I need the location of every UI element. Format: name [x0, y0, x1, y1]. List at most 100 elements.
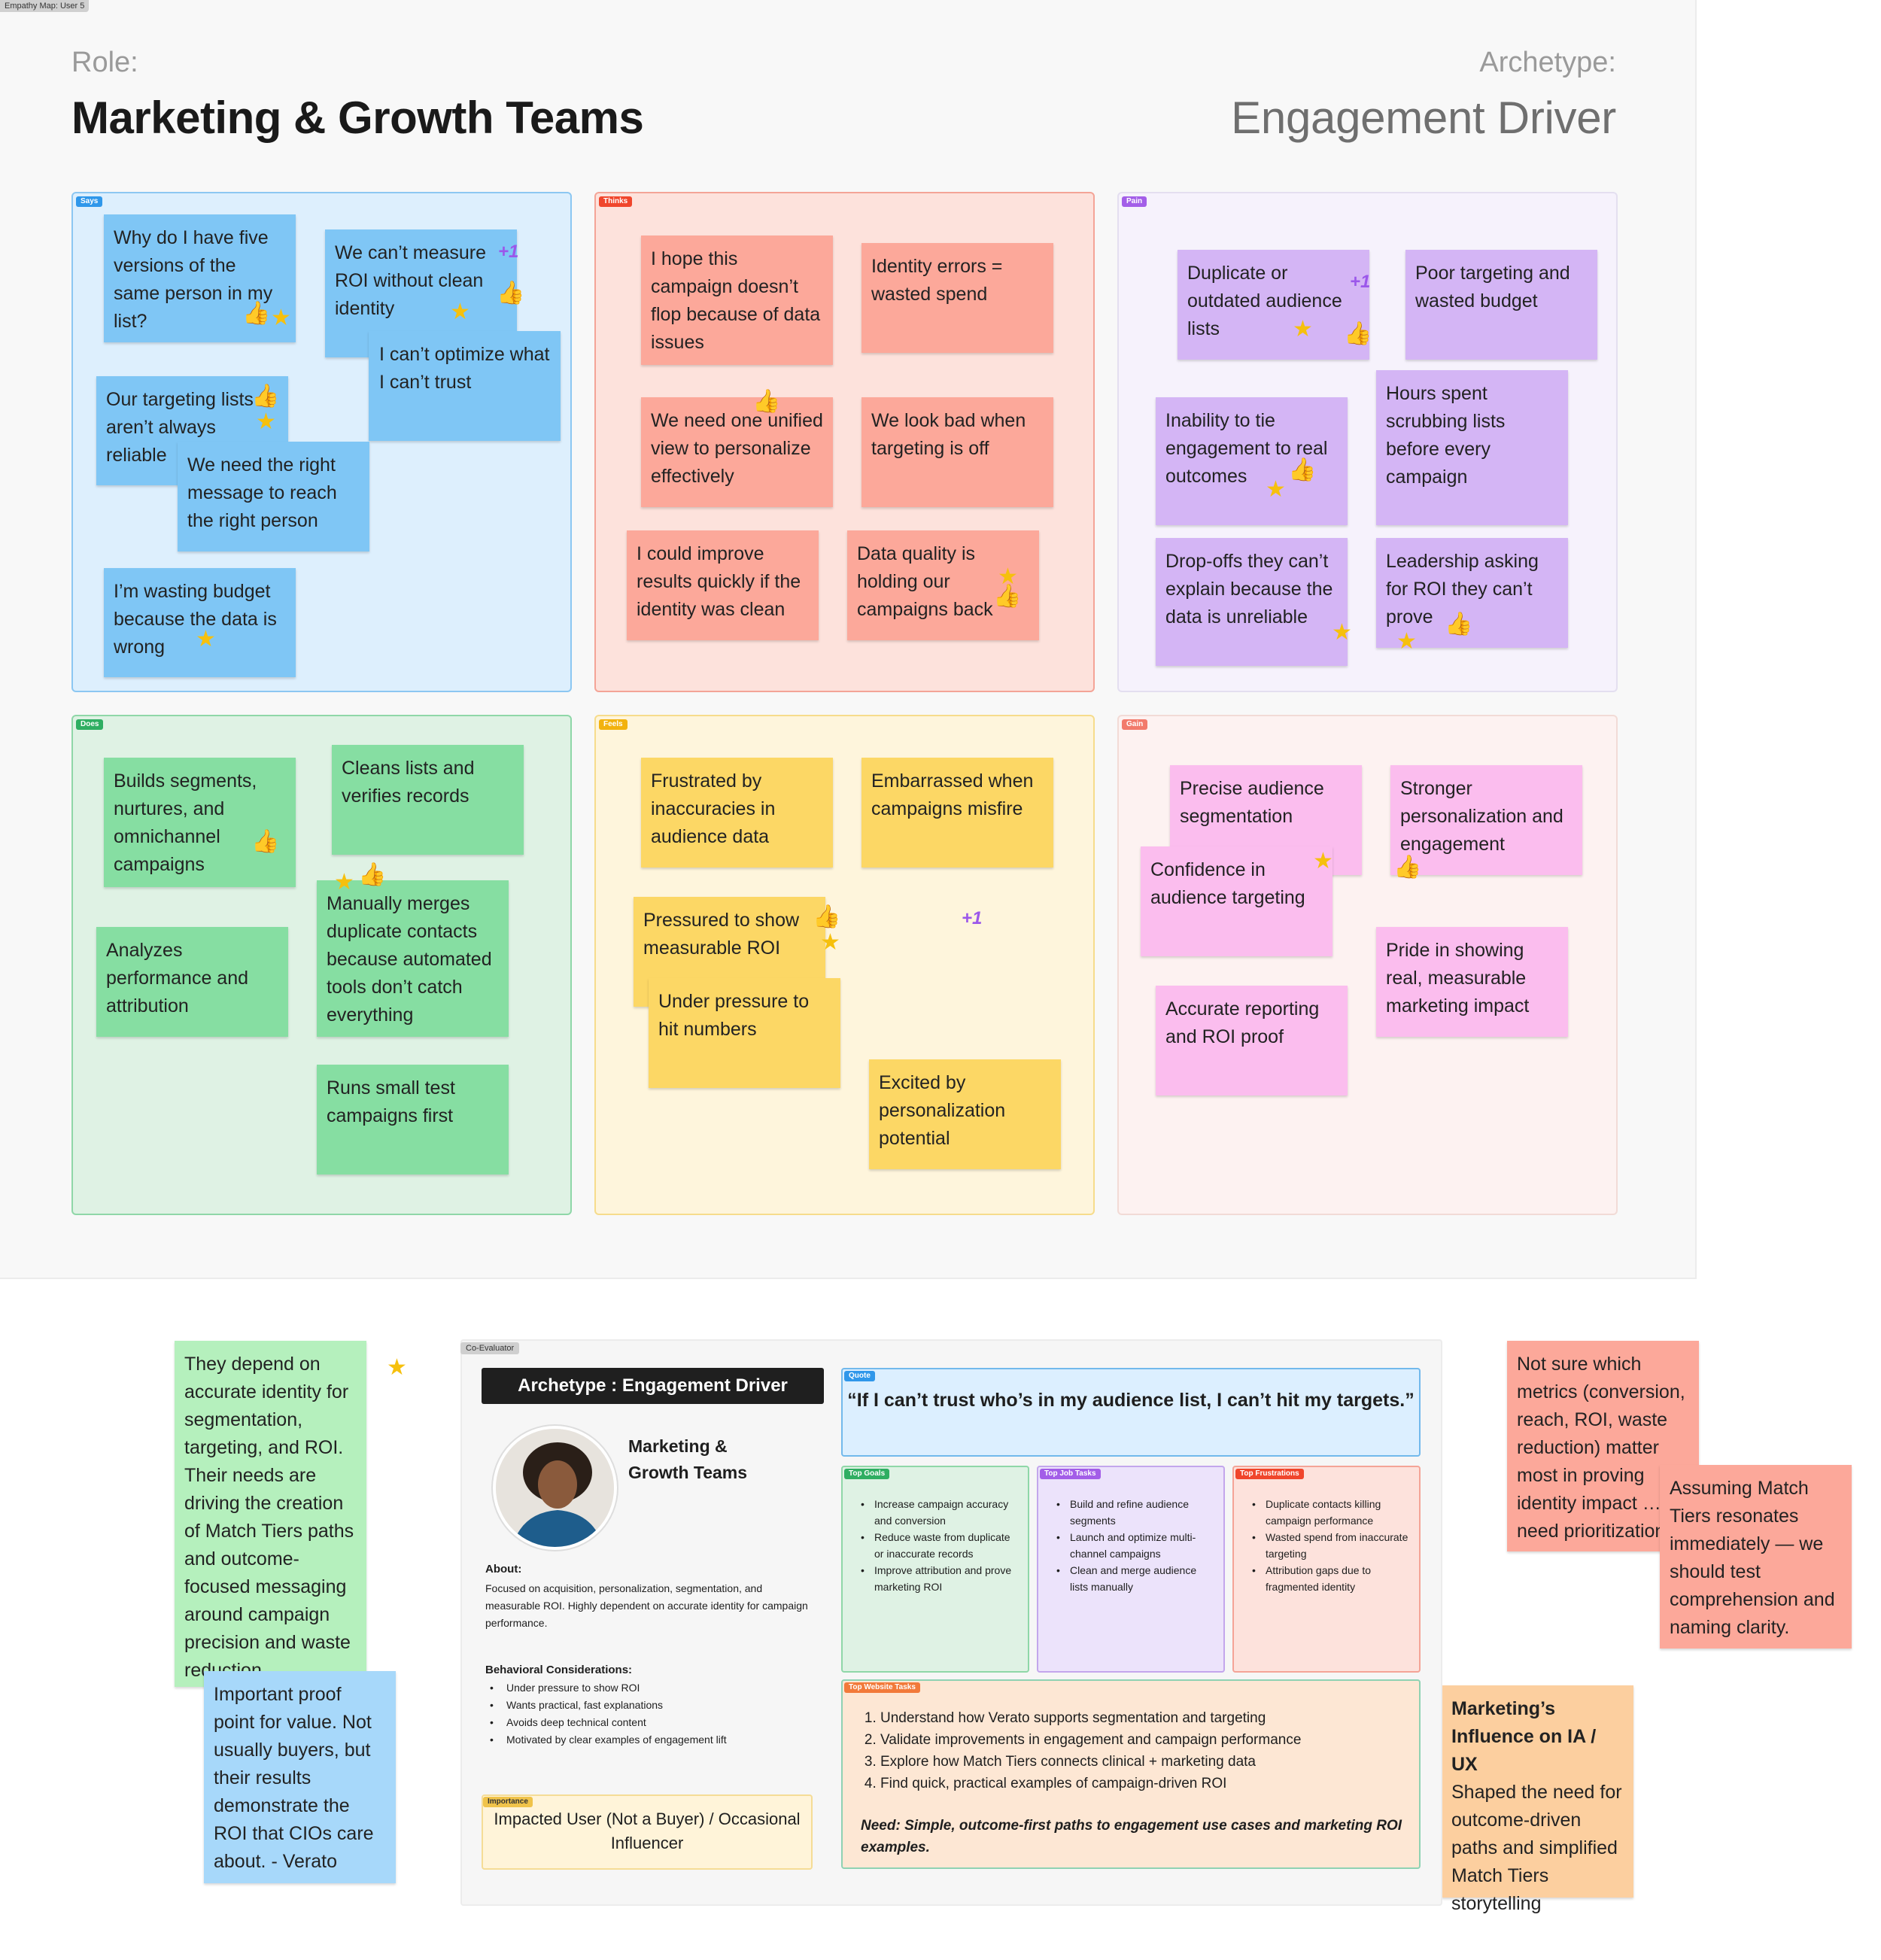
website-tasks-tag: Top Website Tasks: [844, 1682, 920, 1693]
thumbs-up-icon[interactable]: 👍: [993, 584, 1022, 609]
quote-box: [841, 1368, 1421, 1457]
sticky-note[interactable]: We look bad when targeting is off: [861, 397, 1053, 507]
about-heading: About:: [485, 1563, 522, 1576]
top-job-tasks-tag: Top Job Tasks: [1040, 1469, 1101, 1479]
importance-box: [482, 1794, 813, 1870]
person-portrait-icon: [496, 1429, 614, 1547]
top-frustrations-box: Top Frustrations Duplicate contacts kill…: [1232, 1466, 1421, 1673]
sticky-note[interactable]: Under pressure to hit numbers: [649, 978, 840, 1088]
sticky-note[interactable]: They depend on accurate identity for seg…: [175, 1341, 366, 1687]
sticky-note[interactable]: I could improve results quickly if the i…: [627, 530, 819, 640]
quote-text: “If I can’t trust who’s in my audience l…: [847, 1390, 1415, 1411]
behavior-heading: Behavioral Considerations:: [485, 1664, 633, 1676]
star-icon[interactable]: ★: [196, 627, 216, 652]
sticky-note[interactable]: Runs small test campaigns first: [317, 1065, 509, 1174]
sticky-note[interactable]: I hope this campaign doesn’t flop becaus…: [641, 236, 833, 365]
top-goals-tag: Top Goals: [844, 1469, 890, 1479]
sticky-note[interactable]: Important proof point for value. Not usu…: [204, 1671, 396, 1883]
persona-avatar: [493, 1426, 617, 1550]
thinks-tag: Thinks: [599, 196, 633, 207]
star-icon[interactable]: ★: [1293, 317, 1313, 342]
sticky-note[interactable]: Pride in showing real, measurable market…: [1376, 927, 1568, 1037]
plus-one-badge[interactable]: +1: [1350, 272, 1371, 292]
gain-tag: Gain: [1122, 719, 1148, 730]
sticky-note[interactable]: Analyzes performance and attribution: [96, 927, 288, 1037]
thumbs-up-icon[interactable]: 👍: [752, 389, 781, 414]
thumbs-up-icon[interactable]: 👍: [358, 862, 387, 887]
sticky-note[interactable]: Duplicate or outdated audience lists: [1178, 250, 1369, 360]
top-goals-box: Top Goals Increase campaign accuracy and…: [841, 1466, 1029, 1673]
sticky-note[interactable]: Leadership asking for ROI they can’t pro…: [1376, 538, 1568, 648]
sticky-note[interactable]: Excited by personalization potential: [869, 1059, 1061, 1169]
sticky-note[interactable]: Accurate reporting and ROI proof: [1156, 986, 1348, 1095]
sticky-note[interactable]: Poor targeting and wasted budget: [1405, 250, 1597, 360]
sticky-note[interactable]: Manually merges duplicate contacts becau…: [317, 880, 509, 1037]
star-icon[interactable]: ★: [387, 1355, 407, 1380]
list-item: Reduce waste from duplicate or inaccurat…: [859, 1529, 1017, 1562]
sticky-note[interactable]: Embarrassed when campaigns misfire: [861, 758, 1053, 868]
thumbs-up-icon[interactable]: 👍: [1288, 457, 1317, 482]
list-item: Validate improvements in engagement and …: [880, 1729, 1407, 1751]
list-item: Attribution gaps due to fragmented ident…: [1250, 1562, 1408, 1595]
thumbs-up-icon[interactable]: 👍: [242, 301, 271, 326]
behavior-list: Under pressure to show ROI Wants practic…: [485, 1679, 820, 1749]
list-item: Clean and merge audience lists manually: [1055, 1562, 1213, 1595]
sticky-note[interactable]: Confidence in audience targeting: [1141, 846, 1333, 956]
sticky-note[interactable]: Identity errors = wasted spend: [861, 243, 1053, 353]
thumbs-up-icon[interactable]: 👍: [251, 829, 280, 854]
does-tag: Does: [76, 719, 104, 730]
star-icon[interactable]: ★: [256, 409, 276, 434]
pain-tag: Pain: [1122, 196, 1147, 207]
list-item: Wants practical, fast explanations: [485, 1697, 820, 1714]
star-icon[interactable]: ★: [998, 564, 1018, 589]
persona-card-tag: Co-Evaluator: [460, 1342, 520, 1354]
list-item: Understand how Verato supports segmentat…: [880, 1707, 1407, 1729]
list-item: Launch and optimize multi-channel campai…: [1055, 1529, 1213, 1562]
role-label: Role:: [71, 47, 138, 78]
archetype-title: Engagement Driver: [1231, 93, 1616, 143]
sticky-note[interactable]: Stronger personalization and engagement: [1390, 765, 1582, 875]
thumbs-up-icon[interactable]: 👍: [497, 281, 525, 305]
star-icon[interactable]: ★: [1396, 629, 1417, 654]
sticky-note[interactable]: We need one unified view to personalize …: [641, 397, 833, 507]
star-icon[interactable]: ★: [334, 870, 354, 895]
list-item: Find quick, practical examples of campai…: [880, 1773, 1407, 1794]
sticky-note[interactable]: Data quality is holding our campaigns ba…: [847, 530, 1039, 640]
plus-one-badge[interactable]: +1: [498, 242, 519, 262]
frame-title[interactable]: Empathy Map: User 5: [0, 0, 90, 12]
star-icon[interactable]: ★: [450, 299, 470, 324]
sticky-note[interactable]: We need the right message to reach the r…: [178, 442, 369, 552]
influence-body: Shaped the need for outcome-driven paths…: [1451, 1782, 1622, 1914]
star-icon[interactable]: ★: [1313, 849, 1333, 874]
sticky-note[interactable]: Frustrated by inaccuracies in audience d…: [641, 758, 833, 868]
role-title: Marketing & Growth Teams: [71, 93, 644, 143]
star-icon[interactable]: ★: [271, 305, 291, 330]
sticky-note[interactable]: I’m wasting budget because the data is w…: [104, 568, 296, 677]
thumbs-up-icon[interactable]: 👍: [1445, 612, 1473, 637]
plus-one-badge[interactable]: +1: [962, 908, 983, 928]
sticky-note[interactable]: I can’t optimize what I can’t trust: [369, 331, 561, 441]
top-frustrations-tag: Top Frustrations: [1235, 1469, 1304, 1479]
sticky-note[interactable]: Hours spent scrubbing lists before every…: [1376, 370, 1568, 525]
influence-sticky[interactable]: Marketing’s Influence on IA / UX Shaped …: [1442, 1685, 1633, 1914]
star-icon[interactable]: ★: [1332, 620, 1352, 645]
importance-text: Impacted User (Not a Buyer) / Occasional…: [494, 1810, 801, 1852]
sticky-note[interactable]: Drop-offs they can’t explain because the…: [1156, 538, 1348, 666]
list-item: Increase campaign accuracy and conversio…: [859, 1496, 1017, 1529]
sticky-note[interactable]: Cleans lists and verifies records: [332, 745, 524, 855]
list-item: Build and refine audience segments: [1055, 1496, 1213, 1529]
sticky-note[interactable]: Why do I have five versions of the same …: [104, 214, 296, 342]
thumbs-up-icon[interactable]: 👍: [1393, 855, 1422, 880]
sticky-note[interactable]: Builds segments, nurtures, and omnichann…: [104, 758, 296, 887]
sticky-note[interactable]: Inability to tie engagement to real outc…: [1156, 397, 1348, 525]
list-item: Duplicate contacts killing campaign perf…: [1250, 1496, 1408, 1529]
thumbs-up-icon[interactable]: 👍: [813, 904, 841, 929]
thumbs-up-icon[interactable]: 👍: [1344, 321, 1372, 346]
thumbs-up-icon[interactable]: 👍: [251, 384, 280, 409]
list-item: Improve attribution and prove marketing …: [859, 1562, 1017, 1595]
star-icon[interactable]: ★: [1266, 477, 1286, 502]
star-icon[interactable]: ★: [820, 930, 840, 955]
list-item: Motivated by clear examples of engagemen…: [485, 1731, 820, 1749]
sticky-note[interactable]: Assuming Match Tiers resonates immediate…: [1660, 1465, 1852, 1649]
